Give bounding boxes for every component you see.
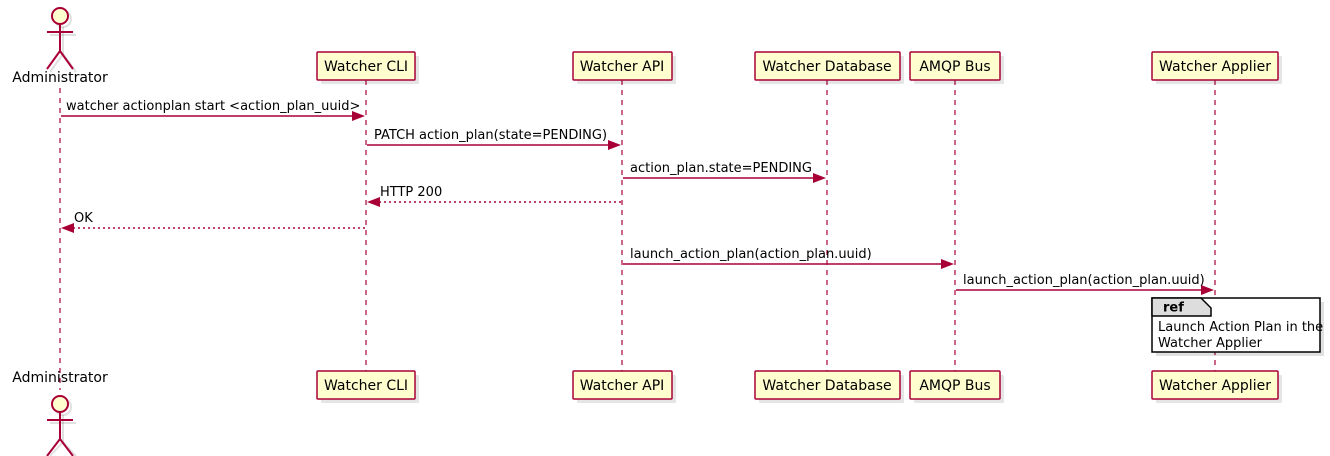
arrowhead-right-icon: [941, 259, 954, 269]
participant-label-watcher-cli-bottom: Watcher CLI: [324, 378, 408, 394]
participant-watcher-api-top[interactable]: Watcher API: [572, 51, 676, 84]
message-label: OK: [74, 211, 93, 226]
message-label: watcher actionplan start <action_plan_uu…: [66, 99, 360, 114]
message-http-200[interactable]: HTTP 200: [367, 185, 621, 207]
participant-watcher-database-bottom[interactable]: Watcher Database: [754, 370, 904, 403]
participant-label-watcher-database-top: Watcher Database: [762, 59, 891, 75]
ref-body-line-1: Launch Action Plan in the: [1158, 320, 1323, 335]
participant-label-watcher-applier-bottom: Watcher Applier: [1159, 378, 1271, 394]
arrowhead-right-icon: [608, 140, 621, 150]
ref-tab-shape: [1151, 297, 1212, 317]
participant-amqp-bus-top[interactable]: AMQP Bus: [909, 51, 1004, 84]
actor-administrator-top[interactable]: Administrator: [12, 7, 108, 86]
actor-head-icon: [51, 7, 69, 25]
arrowhead-right-icon: [813, 173, 826, 183]
actor-leg-left-icon: [46, 50, 61, 70]
participant-watcher-api-bottom[interactable]: Watcher API: [572, 370, 676, 403]
participant-label-amqp-bus-top: AMQP Bus: [919, 59, 990, 75]
actor-leg-right-icon: [59, 50, 74, 70]
message-patch-action-plan[interactable]: PATCH action_plan(state=PENDING): [367, 128, 621, 150]
message-label: HTTP 200: [380, 185, 442, 200]
participant-label-watcher-api-bottom: Watcher API: [580, 378, 665, 394]
participant-watcher-cli-bottom[interactable]: Watcher CLI: [316, 370, 419, 403]
message-label: launch_action_plan(action_plan.uuid): [630, 247, 872, 262]
participant-label-watcher-applier-top: Watcher Applier: [1159, 59, 1271, 75]
message-launch-action-plan-api-to-bus[interactable]: launch_action_plan(action_plan.uuid): [623, 247, 954, 269]
actor-head-icon: [51, 395, 69, 413]
arrowhead-right-icon: [1201, 285, 1214, 295]
actor-label-administrator-bottom: Administrator: [12, 370, 108, 386]
participant-boxes-bottom: Watcher CLI Watcher API Watcher Database…: [316, 370, 1282, 403]
message-watcher-actionplan-start[interactable]: watcher actionplan start <action_plan_uu…: [61, 99, 365, 121]
message-label: PATCH action_plan(state=PENDING): [374, 128, 607, 143]
participant-label-watcher-database-bottom: Watcher Database: [762, 378, 891, 394]
message-label: action_plan.state=PENDING: [630, 161, 812, 176]
message-label: launch_action_plan(action_plan.uuid): [963, 273, 1205, 288]
participant-watcher-cli-top[interactable]: Watcher CLI: [316, 51, 419, 84]
message-launch-action-plan-bus-to-applier[interactable]: launch_action_plan(action_plan.uuid): [956, 273, 1214, 295]
participant-label-amqp-bus-bottom: AMQP Bus: [919, 378, 990, 394]
participant-watcher-applier-top[interactable]: Watcher Applier: [1151, 51, 1282, 84]
actor-leg-left-icon: [46, 438, 61, 456]
message-action-plan-state-pending[interactable]: action_plan.state=PENDING: [623, 161, 826, 183]
ref-tab-label: ref: [1163, 301, 1184, 316]
actor-leg-right-icon: [59, 438, 74, 456]
actor-administrator-bottom[interactable]: Administrator: [12, 370, 108, 456]
participant-watcher-database-top[interactable]: Watcher Database: [754, 51, 904, 84]
ref-fragment-launch-action-plan[interactable]: ref Launch Action Plan in the Watcher Ap…: [1151, 297, 1324, 356]
arrowhead-left-icon: [367, 197, 380, 207]
ref-body-line-2: Watcher Applier: [1158, 336, 1263, 351]
participant-amqp-bus-bottom[interactable]: AMQP Bus: [909, 370, 1004, 403]
participant-watcher-applier-bottom[interactable]: Watcher Applier: [1151, 370, 1282, 403]
lifelines-group: [59, 80, 1216, 390]
participant-label-watcher-api-top: Watcher API: [580, 59, 665, 75]
participant-label-watcher-cli-top: Watcher CLI: [324, 59, 408, 75]
arrowhead-right-icon: [352, 111, 365, 121]
message-ok[interactable]: OK: [61, 211, 365, 233]
arrowhead-left-icon: [61, 223, 74, 233]
actor-label-administrator-top: Administrator: [12, 70, 108, 86]
messages-group: watcher actionplan start <action_plan_uu…: [61, 99, 1214, 295]
participant-boxes-top: Watcher CLI Watcher API Watcher Database…: [316, 51, 1282, 84]
